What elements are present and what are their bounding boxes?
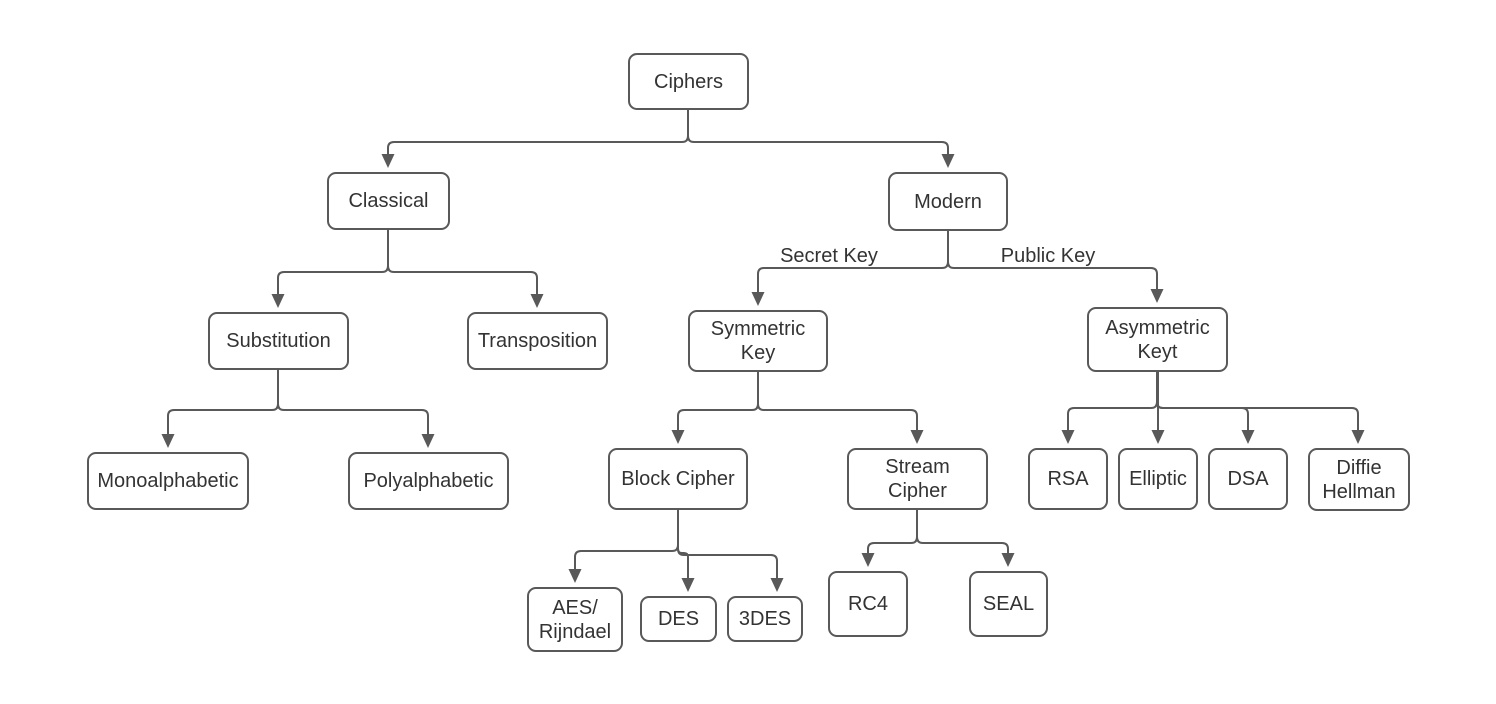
edge-stream-rc4 xyxy=(867,510,918,555)
arrowhead-icon xyxy=(1061,430,1075,444)
node-label: Ciphers xyxy=(654,70,723,93)
node-label: Monoalphabetic xyxy=(97,470,239,492)
arrowhead-icon xyxy=(861,553,875,567)
node-label: 3DES xyxy=(738,608,792,630)
node-label: Asymmetric Keyt xyxy=(1105,316,1210,363)
arrowhead-icon xyxy=(770,578,784,592)
node-label: Symmetric Key xyxy=(710,318,806,364)
node-monoalphabetic: Monoalphabetic xyxy=(87,452,249,510)
edge-classical-substitution xyxy=(277,230,389,296)
node-asymmetric-key: Asymmetric Keyt xyxy=(1087,307,1228,372)
node-symmetric-key: Symmetric Key xyxy=(688,310,828,372)
edge-symmetric-block xyxy=(677,372,759,432)
edge-substitution-polyalphabetic xyxy=(277,370,429,436)
node-label: RSA xyxy=(1047,468,1089,490)
node-label: DSA xyxy=(1227,468,1269,490)
arrowhead-icon xyxy=(1351,430,1365,444)
node-stream-cipher: Stream Cipher xyxy=(847,448,988,510)
edge-substitution-monoalphabetic xyxy=(167,370,279,436)
arrowhead-icon xyxy=(568,569,582,583)
node-polyalphabetic: Polyalphabetic xyxy=(348,452,509,510)
node-rc4: RC4 xyxy=(828,571,908,637)
edge-modern-asymmetric xyxy=(947,231,1158,291)
node-block-cipher: Block Cipher xyxy=(608,448,748,510)
arrowhead-icon xyxy=(1241,430,1255,444)
edge-block-aes xyxy=(574,510,679,571)
arrowhead-icon xyxy=(1001,553,1015,567)
arrowhead-icon xyxy=(381,154,395,168)
arrowhead-icon xyxy=(751,292,765,306)
node-modern: Modern xyxy=(888,172,1008,231)
node-label: Stream Cipher xyxy=(885,456,950,502)
node-label: Polyalphabetic xyxy=(363,470,494,492)
edge-ciphers-modern xyxy=(687,110,949,156)
node-substitution: Substitution xyxy=(208,312,349,370)
edge-symmetric-stream xyxy=(757,372,918,432)
edge-stream-seal xyxy=(916,510,1009,555)
node-seal: SEAL xyxy=(969,571,1048,637)
node-3des: 3DES xyxy=(727,596,803,642)
node-transposition: Transposition xyxy=(467,312,608,370)
node-des: DES xyxy=(640,596,717,642)
edge-asymmetric-dsa xyxy=(1156,372,1249,432)
node-label: DES xyxy=(657,608,700,630)
node-label: Classical xyxy=(348,190,429,212)
node-label: RC4 xyxy=(847,593,888,615)
arrowhead-icon xyxy=(681,578,695,592)
arrowhead-icon xyxy=(1151,430,1165,444)
arrowhead-icon xyxy=(530,294,544,308)
arrowhead-icon xyxy=(271,294,285,308)
node-classical: Classical xyxy=(327,172,450,230)
edge-label-secret-key: Secret Key xyxy=(780,245,878,267)
node-diffie-hellman: Diffie Hellman xyxy=(1308,448,1410,511)
arrowhead-icon xyxy=(421,434,435,448)
node-aes-rijndael: AES/ Rijndael xyxy=(527,587,623,652)
edge-label-public-key: Public Key xyxy=(1000,245,1096,267)
edge-block-3des xyxy=(677,510,778,580)
arrowhead-icon xyxy=(910,430,924,444)
node-ciphers: Ciphers xyxy=(628,53,749,110)
node-label: Substitution xyxy=(226,330,331,352)
node-label: Elliptic xyxy=(1129,468,1187,490)
edge-ciphers-classical xyxy=(387,110,689,156)
node-label: Block Cipher xyxy=(621,468,735,490)
arrowhead-icon xyxy=(671,430,685,444)
edge-block-des xyxy=(677,510,689,580)
arrowhead-icon xyxy=(1150,289,1164,303)
node-label: Diffie Hellman xyxy=(1322,456,1396,503)
edge-asymmetric-rsa xyxy=(1067,372,1158,432)
node-label: SEAL xyxy=(982,593,1035,615)
arrowhead-icon xyxy=(161,434,175,448)
edge-classical-transposition xyxy=(387,230,538,296)
node-dsa: DSA xyxy=(1208,448,1288,510)
node-elliptic: Elliptic xyxy=(1118,448,1198,510)
arrowhead-icon xyxy=(941,154,955,168)
node-label: Modern xyxy=(914,190,982,213)
edge-asymmetric-diffie xyxy=(1156,372,1359,432)
node-label: AES/ Rijndael xyxy=(538,596,612,643)
node-label: Transposition xyxy=(477,330,598,352)
node-rsa: RSA xyxy=(1028,448,1108,510)
